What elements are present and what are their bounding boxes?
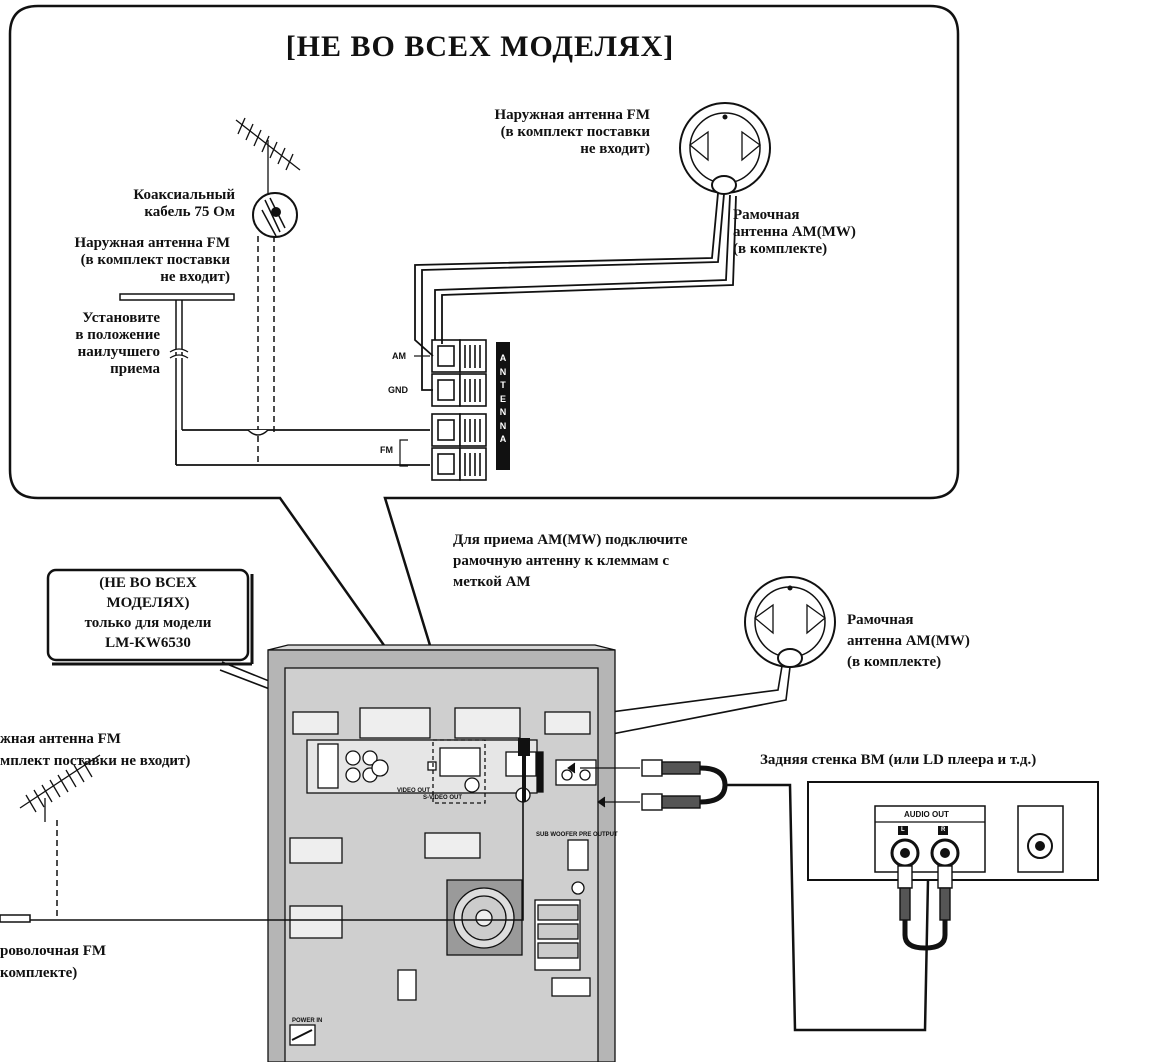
terminal-am-label: AM [392, 351, 406, 361]
antenna-terminal-block [431, 339, 487, 481]
video-out-label: VIDEO OUT [397, 788, 431, 794]
label-vcr-back: Задняя стенка ВМ (или LD плеера и т.д.) [760, 752, 1037, 768]
main-unit-rear [267, 644, 616, 1062]
svideo-out-label: S-VIDEO OUT [423, 795, 463, 801]
am-loop-antenna-right [744, 576, 836, 668]
subwoofer-label: SUB WOOFER PRE OUTPUT [536, 832, 618, 838]
page-title: [НЕ ВО ВСЕХ МОДЕЛЯХ] [285, 30, 675, 63]
power-in-label: POWER IN [292, 1018, 323, 1024]
fm-yagi-antenna-top [235, 117, 301, 196]
terminal-gnd-label: GND [388, 385, 408, 395]
terminal-fm-label: FM [380, 445, 393, 455]
right-channel-label: R [941, 827, 946, 833]
audio-out-label: AUDIO OUT [904, 810, 949, 819]
left-channel-label: L [901, 827, 905, 833]
am-loop-antenna-top [679, 102, 771, 195]
vcr-rca-plugs [897, 865, 953, 921]
rca-plugs [641, 759, 701, 811]
fm-wire-antenna-top [119, 293, 235, 301]
model-callout-box [46, 568, 250, 662]
fm-yagi-antenna-bottom [19, 754, 101, 822]
